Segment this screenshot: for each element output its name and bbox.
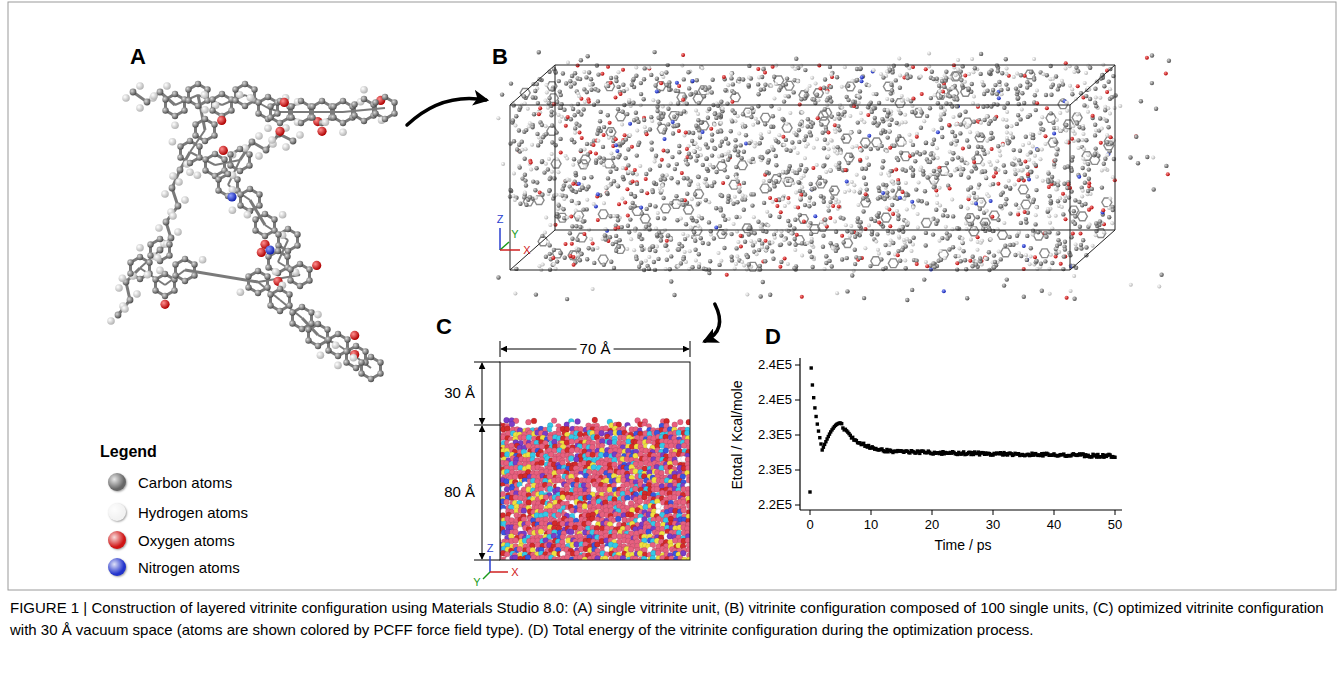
figure: ABCDZYX70 Å30 Å80 ÅZYX2.4E52.4E52.3E52.3… xyxy=(0,0,1344,687)
